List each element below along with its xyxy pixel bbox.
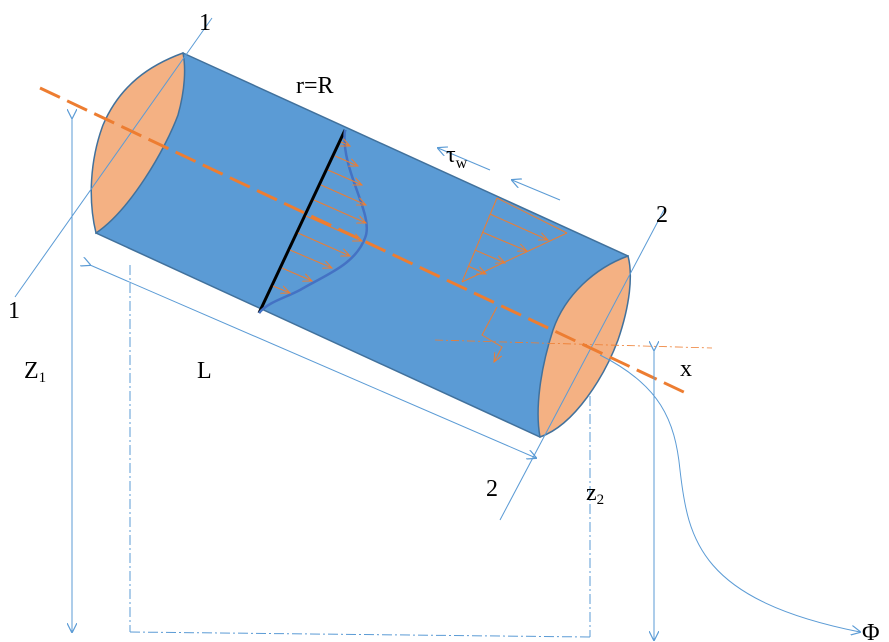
z1-symbol: Z: [24, 358, 39, 384]
profile-arrow-5: [313, 199, 366, 223]
angle-phi-curve: [599, 354, 860, 632]
shear-arrow-2: [481, 231, 527, 251]
profile-arrow-6: [305, 215, 362, 241]
length-dimension-arrow: [90, 265, 536, 458]
projection-line-bottom: [129, 631, 591, 638]
z1-subscript: 1: [39, 370, 47, 386]
label-angle-phi: Φ: [862, 620, 880, 642]
wall-stress-arrow-1: [438, 148, 491, 171]
label-section-1-bottom: 1: [8, 298, 20, 324]
label-length: L: [197, 358, 212, 384]
end-cap-left: [90, 51, 186, 235]
wall-stress-subscript: w: [456, 155, 468, 172]
wall-stress-arrow-2: [512, 180, 561, 201]
section-line-2: [499, 207, 666, 521]
label-section-2-top: 2: [656, 202, 668, 228]
section-line-1: [14, 17, 213, 298]
wall-stress-symbol: τ: [446, 142, 456, 168]
datum-line: [434, 339, 713, 349]
z2-subscript: 2: [597, 492, 605, 508]
profile-arrow-2: [334, 155, 358, 166]
z2-symbol: z: [586, 480, 597, 506]
profile-arrow-1: [341, 142, 350, 146]
wall-stress-arrows: [438, 148, 561, 201]
profile-arrow-7: [297, 232, 350, 256]
profile-arrow-4: [320, 184, 366, 205]
label-z1: Z1: [24, 358, 46, 386]
shear-arrow-1: [489, 213, 548, 240]
profile-arrow-3: [327, 169, 362, 185]
label-section-2-bottom: 2: [486, 476, 498, 502]
shear-hypotenuse: [496, 197, 568, 234]
label-z2: z2: [586, 480, 604, 508]
label-wall-stress: τw: [446, 142, 468, 172]
label-axis-x: x: [680, 356, 692, 382]
label-section-1-top: 1: [199, 10, 211, 36]
label-radius: r=R: [296, 73, 334, 99]
